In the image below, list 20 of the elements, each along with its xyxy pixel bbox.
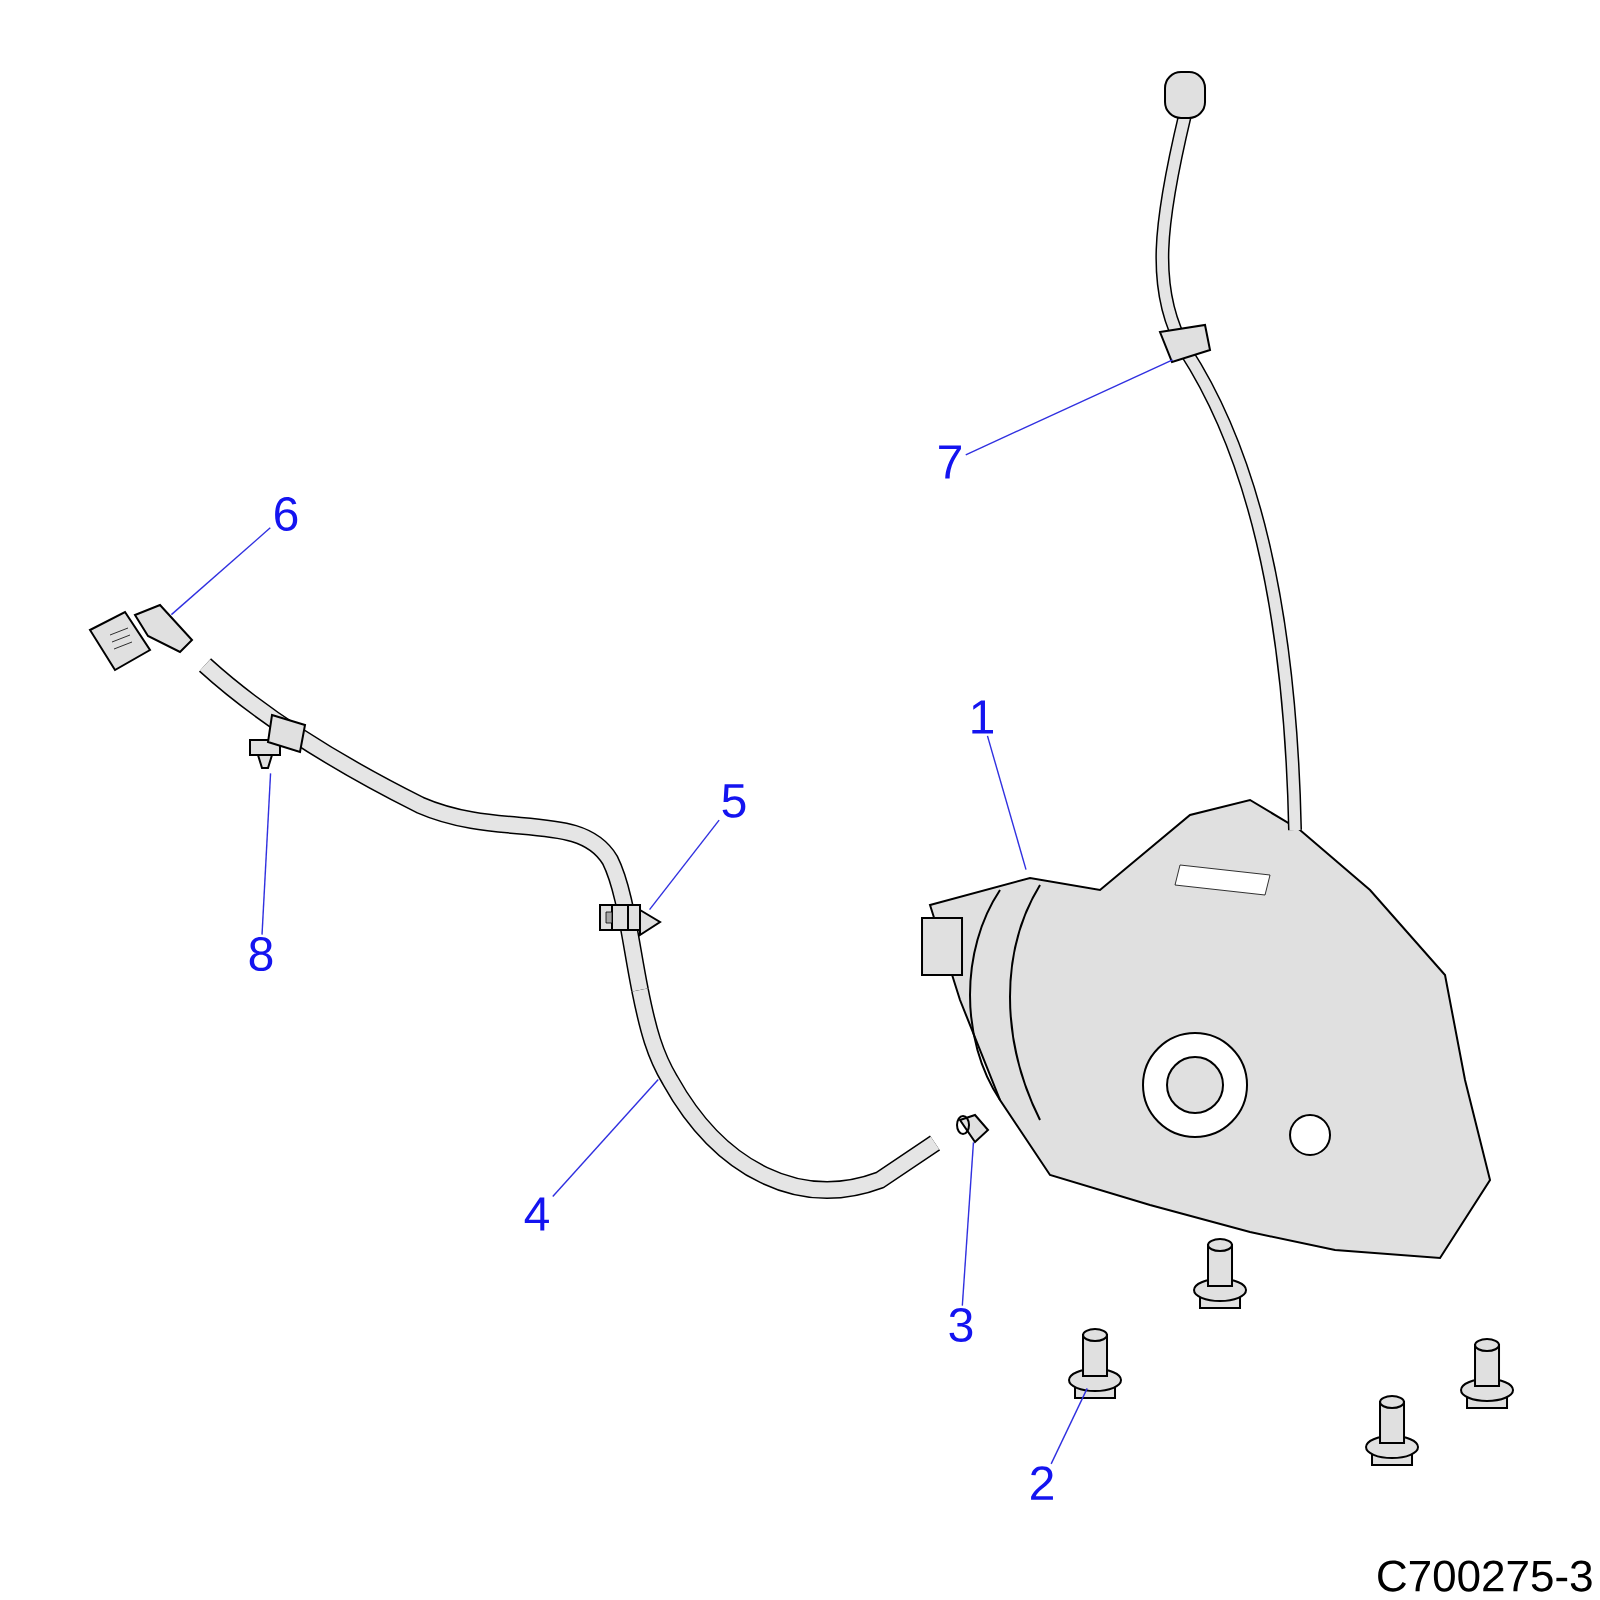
bolt-drawing — [1068, 1328, 1122, 1399]
figure-code: C700275-3 — [1378, 1560, 1592, 1592]
leader-line — [986, 735, 1027, 871]
callout-number: 6 — [275, 497, 298, 531]
callout-number: 8 — [249, 937, 273, 971]
callout-number: 4 — [524, 1197, 549, 1231]
callout-number: 1 — [972, 700, 993, 734]
callout-number: 2 — [1031, 1466, 1053, 1500]
gearcase-drawing — [921, 798, 1492, 1260]
leader-line — [1050, 1387, 1088, 1465]
leader-line — [648, 819, 720, 911]
callout-number: 3 — [949, 1308, 973, 1342]
leader-line — [965, 359, 1174, 456]
leader-line — [261, 772, 272, 936]
callout-number: 7 — [939, 445, 961, 479]
leader-line — [961, 1141, 975, 1307]
leader-line — [552, 1078, 659, 1198]
sensor-wire-drawing — [1155, 71, 1302, 831]
callout-number: 5 — [722, 784, 746, 818]
hose-drawing — [631, 988, 941, 1199]
